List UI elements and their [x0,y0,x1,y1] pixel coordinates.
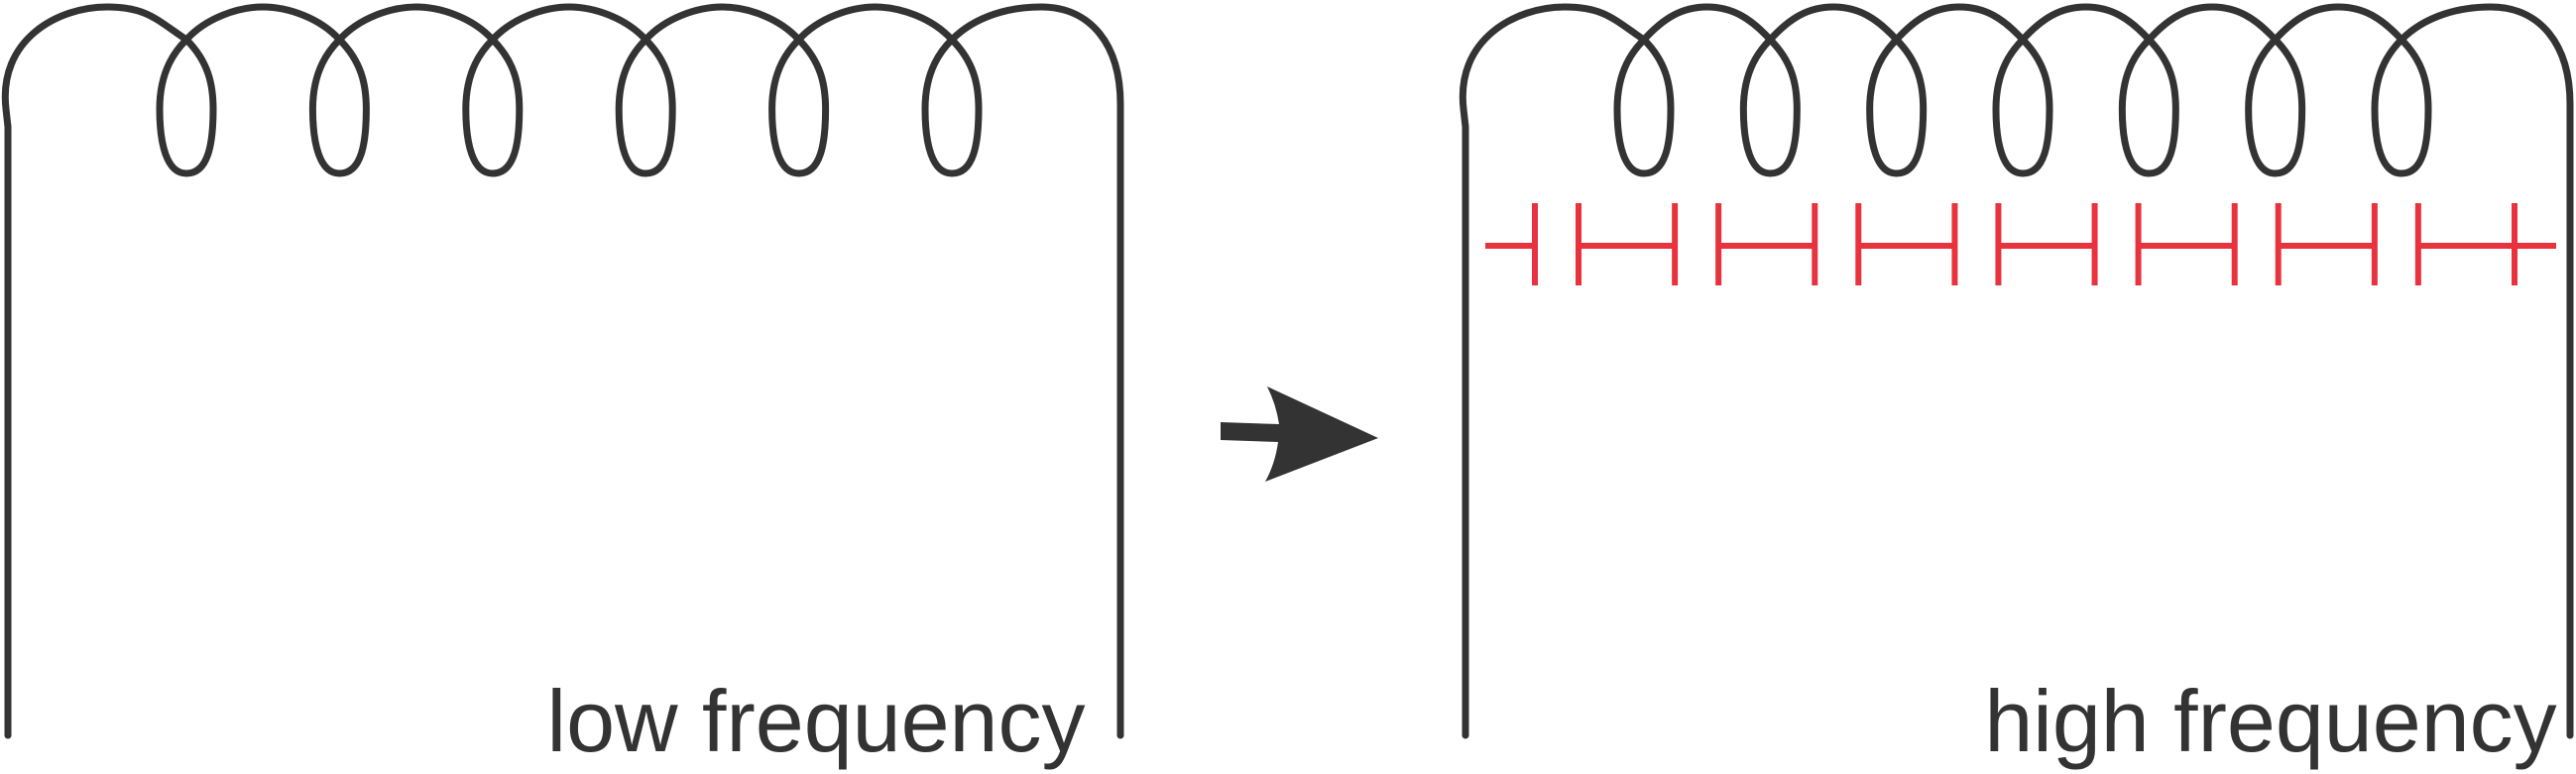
low-frequency-inductor-coil [1,3,1124,739]
high-frequency-caption: high frequency [1984,672,2556,770]
parasitic-capacitor-chain [1485,203,2556,285]
high-frequency-inductor-coil [1459,3,2574,739]
transition-arrow [1221,387,1378,482]
low-frequency-panel: low frequency [1,3,1124,770]
high-frequency-panel: high frequency [1459,3,2574,770]
low-frequency-caption: low frequency [547,672,1086,770]
right-arrow-icon [1221,387,1378,482]
